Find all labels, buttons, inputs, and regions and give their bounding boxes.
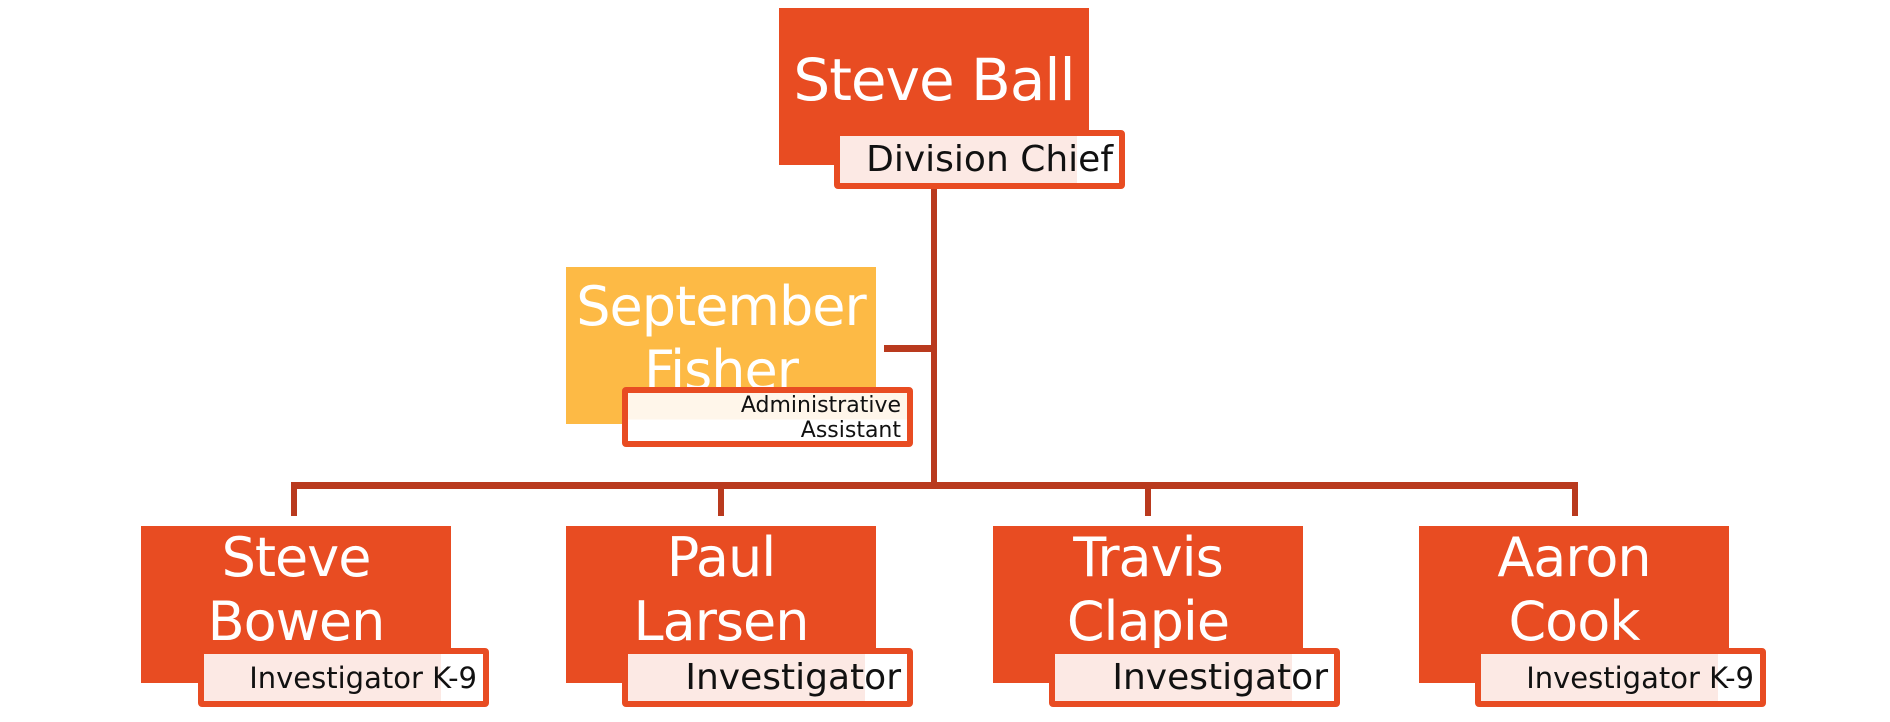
connector-drop-4	[1572, 482, 1578, 516]
assistant-title: Administrative Assistant	[622, 387, 913, 447]
staff-title: Investigator	[622, 648, 913, 707]
connector-staff-bus	[291, 482, 1578, 489]
connector-drop-1	[291, 482, 297, 516]
staff-name: Paul Larsen	[633, 526, 810, 653]
staff-title: Investigator K-9	[1475, 648, 1766, 707]
connector-drop-3	[1145, 482, 1151, 516]
connector-assistant	[884, 345, 934, 352]
staff-name: Steve Bowen	[207, 526, 386, 653]
chief-name: Steve Ball	[793, 46, 1075, 114]
assistant-name: September Fisher	[576, 275, 866, 402]
staff-title: Investigator K-9	[198, 648, 489, 707]
staff-name: Aaron Cook	[1497, 526, 1651, 653]
connector-chief-trunk	[931, 188, 937, 488]
staff-name: Travis Clapie	[1066, 526, 1230, 653]
node-staff-1[interactable]: Steve Bowen	[141, 526, 451, 683]
chief-title: Division Chief	[834, 130, 1125, 189]
connector-drop-2	[718, 482, 724, 516]
staff-title: Investigator	[1049, 648, 1340, 707]
